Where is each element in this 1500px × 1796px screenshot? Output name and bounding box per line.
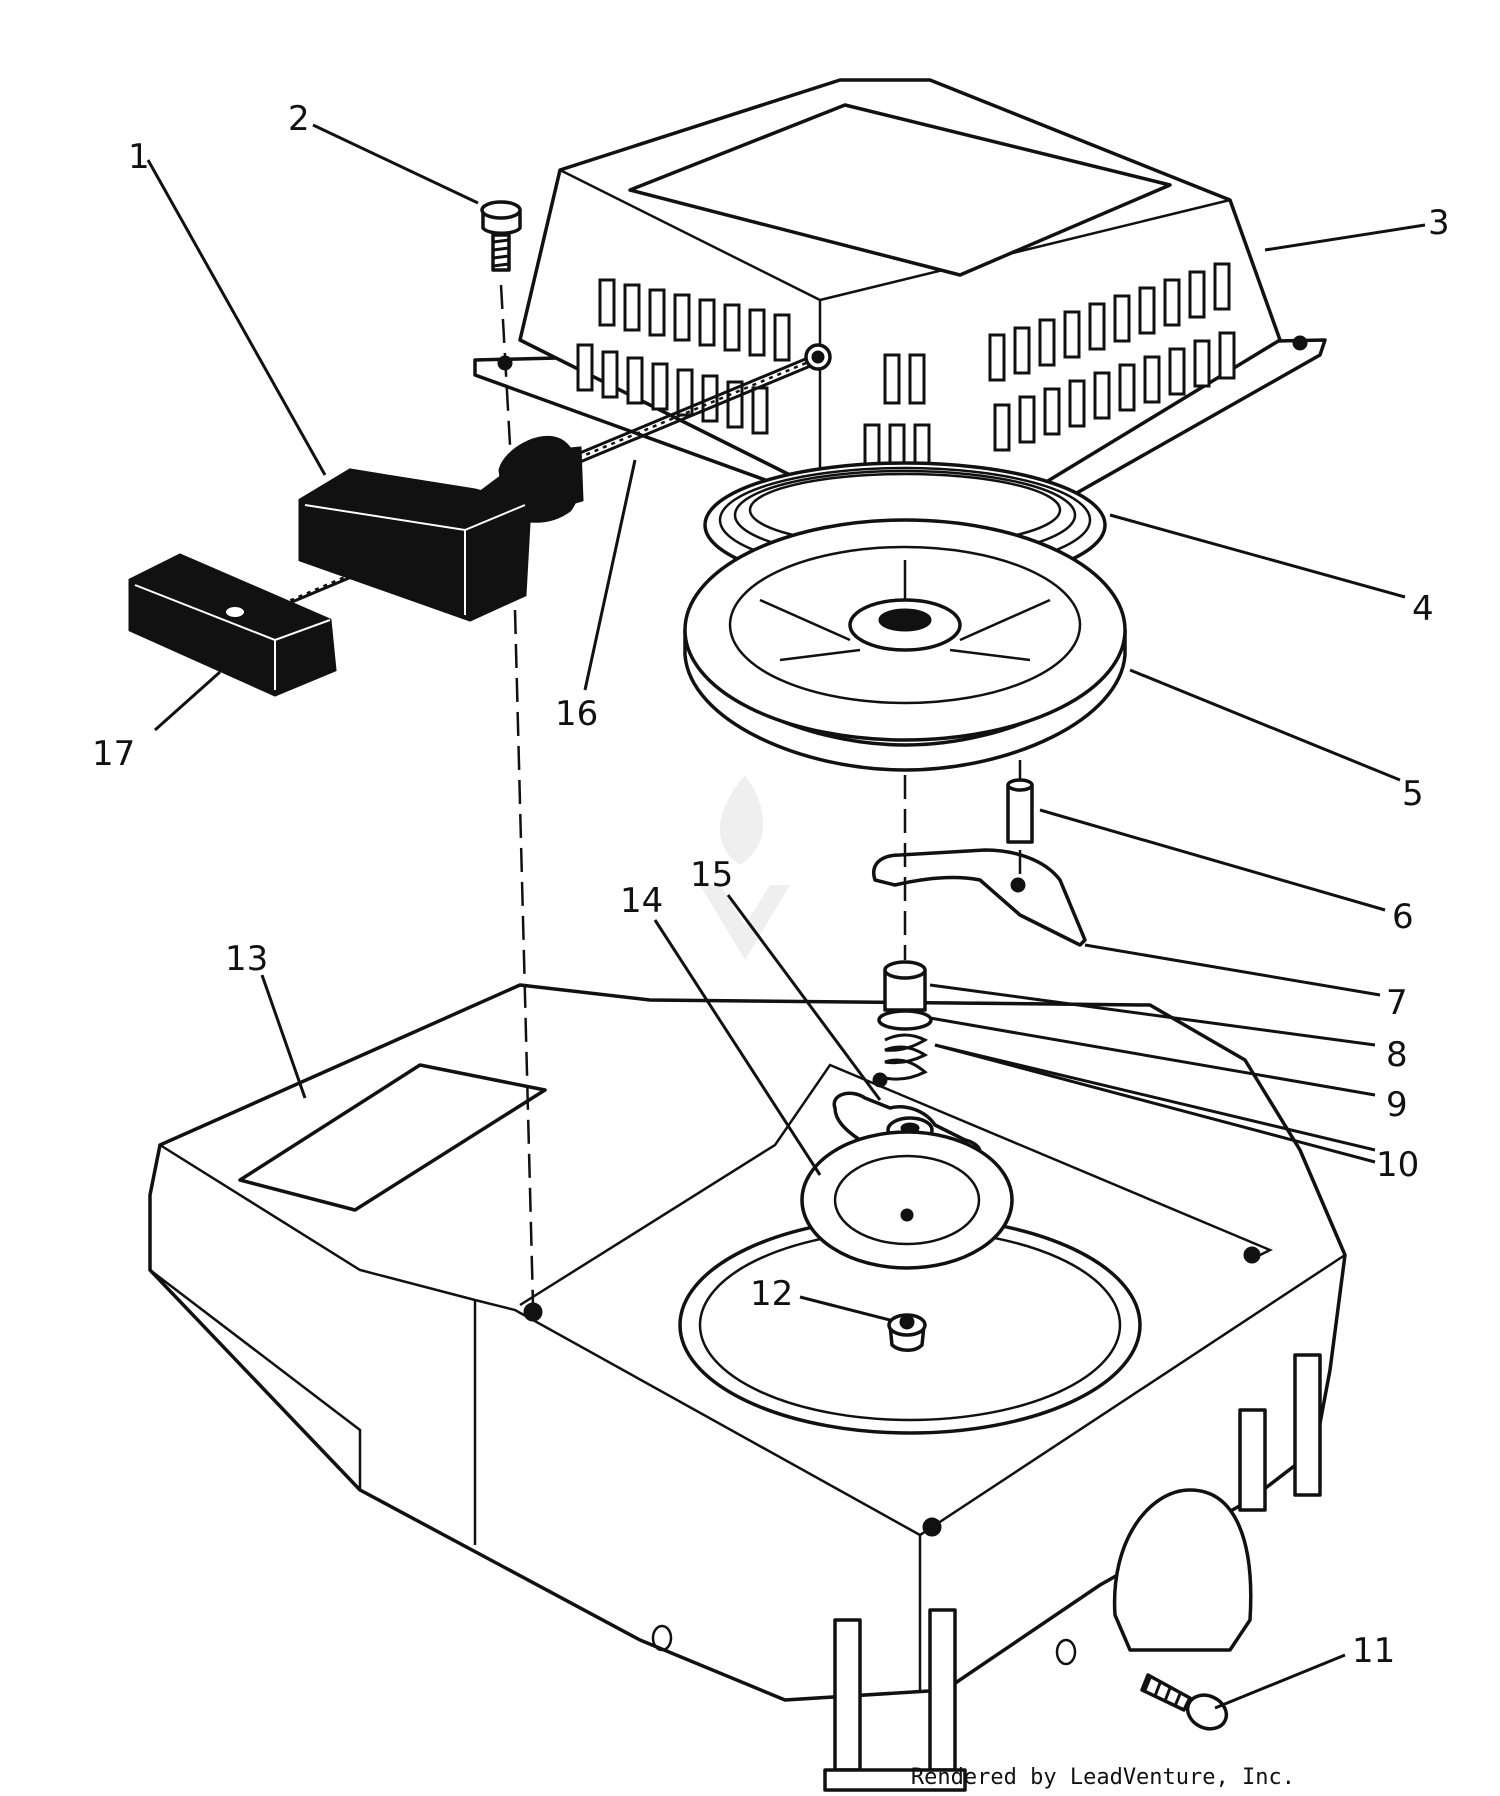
bolt [480,200,522,272]
screw [1140,1673,1229,1731]
callout-9: 9 [1386,1085,1408,1125]
callout-17: 17 [92,734,135,774]
callout-3: 3 [1428,203,1450,243]
recoil-housing [473,78,1327,547]
callout-1: 1 [128,137,150,177]
pin [1006,760,1034,844]
callout-4: 4 [1412,589,1434,629]
callout-12: 12 [750,1274,793,1314]
callout-7: 7 [1386,983,1408,1023]
assembly-lines [499,284,1022,1306]
leader-lines [146,123,1426,1710]
callout-15: 15 [690,855,733,895]
callout-10: 10 [1376,1145,1419,1185]
handle-grip [128,553,337,697]
pawl [872,848,1087,947]
callout-8: 8 [1386,1035,1408,1075]
callout-16: 16 [555,694,598,734]
callout-6: 6 [1392,897,1414,937]
starter-handle [298,435,584,622]
housing-vents-right [988,262,1236,452]
housing-vents-left [576,278,791,435]
pulley [683,518,1127,772]
callouts: 1 2 3 4 5 6 7 8 9 10 11 12 13 14 15 16 1… [92,99,1450,1671]
callout-5: 5 [1402,774,1424,814]
washer [800,1130,1014,1270]
footer-credit: Rendered by LeadVenture, Inc. [910,1765,1295,1790]
nut [887,1313,927,1352]
blower-housing [148,983,1347,1792]
callout-14: 14 [620,881,663,921]
callout-2: 2 [288,99,310,139]
callout-11: 11 [1352,1631,1395,1671]
callout-13: 13 [225,939,268,979]
